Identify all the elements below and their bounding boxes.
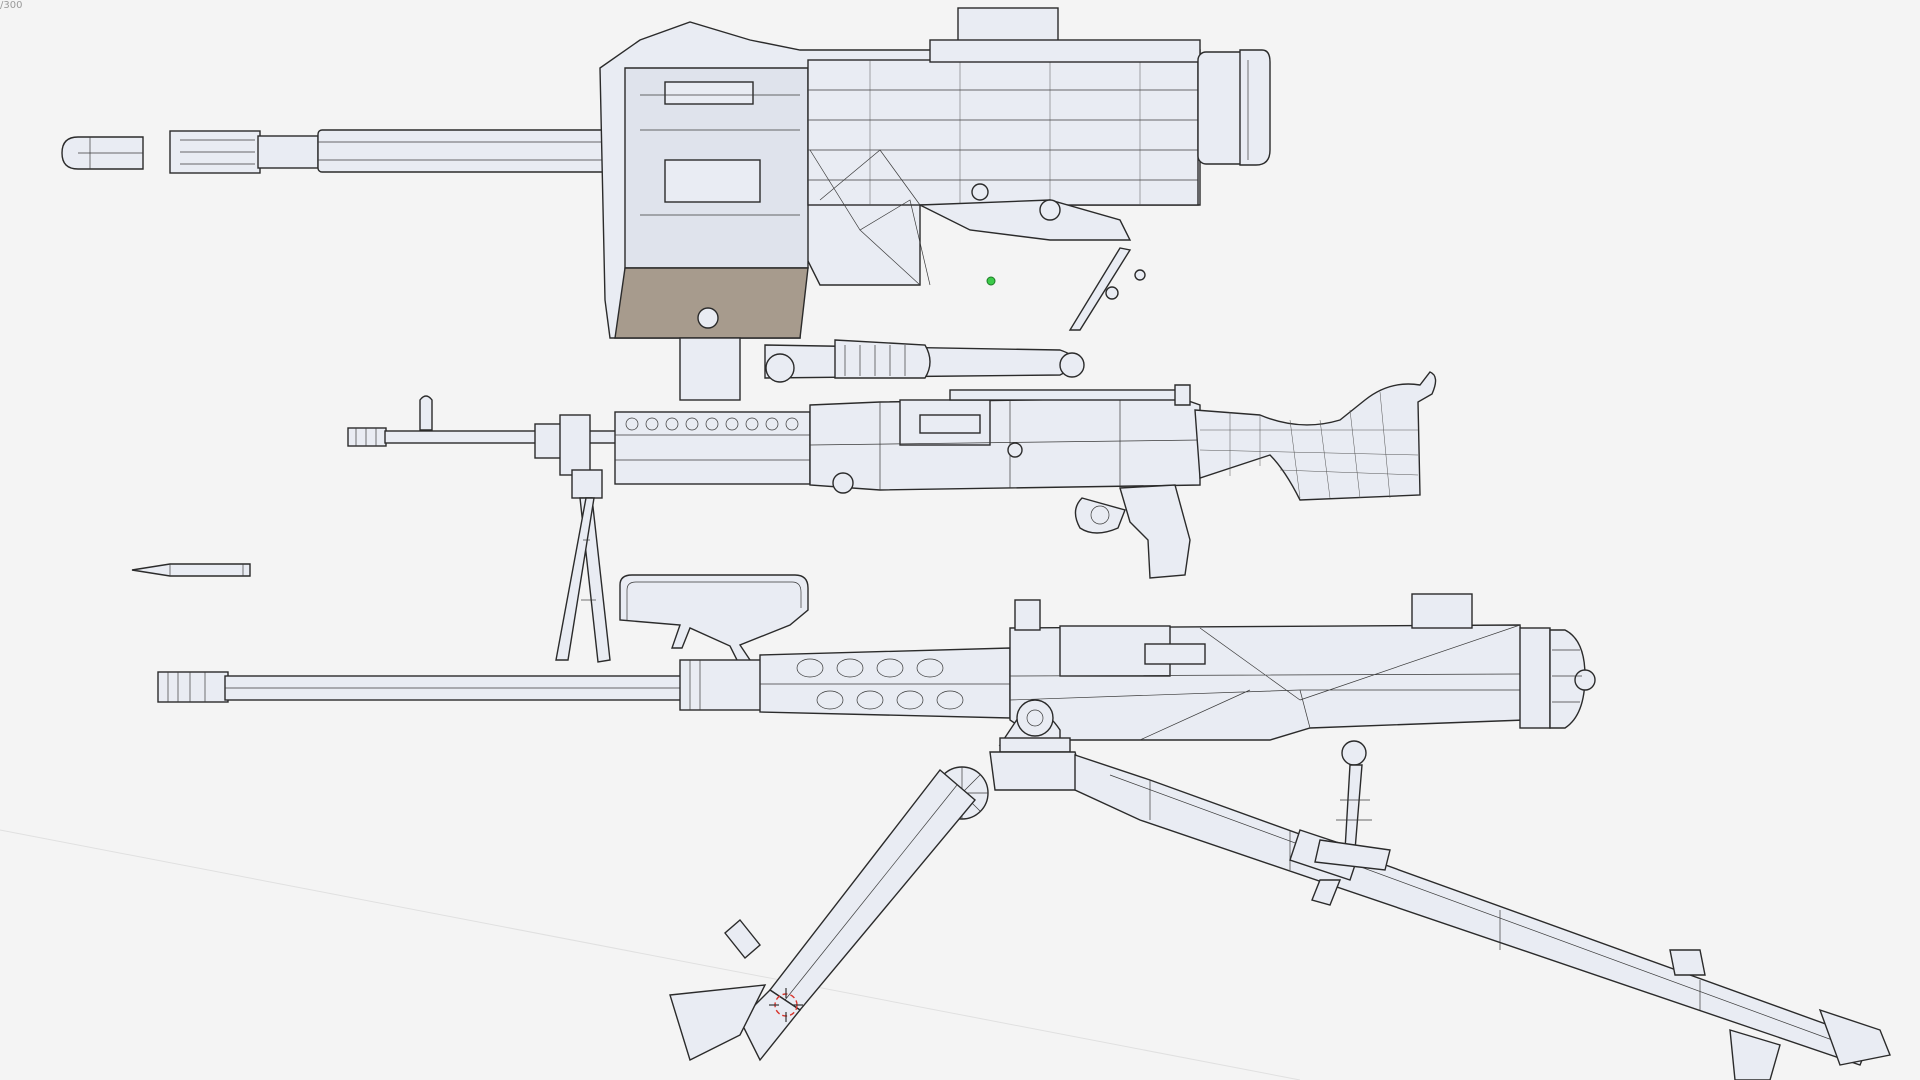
3d-cursor-crosshair-icon[interactable] bbox=[769, 988, 803, 1022]
general-purpose-machine-gun[interactable] bbox=[347, 371, 1437, 663]
heavy-machine-gun[interactable] bbox=[157, 574, 1596, 753]
viewport-corner-label: /300 bbox=[0, 0, 23, 11]
automatic-grenade-launcher[interactable] bbox=[169, 7, 1271, 401]
active-vertex-dot bbox=[986, 276, 996, 286]
grenade-round[interactable] bbox=[61, 136, 144, 170]
tripod-mount[interactable] bbox=[669, 740, 1891, 1080]
rifle-cartridge[interactable] bbox=[131, 563, 251, 577]
